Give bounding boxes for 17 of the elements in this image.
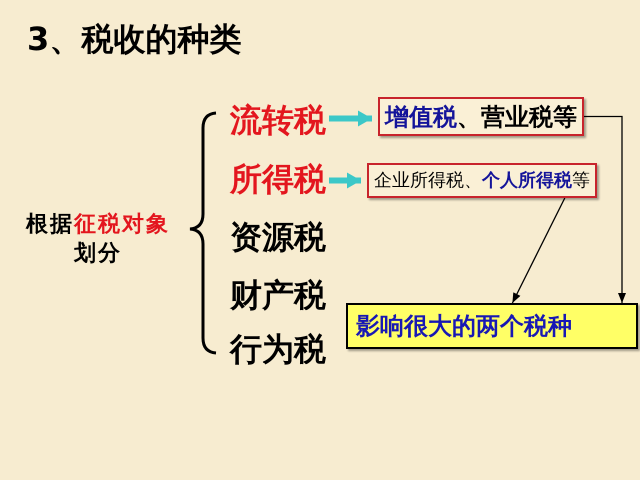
example-taxes-box xyxy=(378,97,584,136)
highlight-box xyxy=(346,303,638,349)
tax-category-label: 财产税 xyxy=(230,276,326,314)
example-taxes-text: 企业所得税、个人所得税等 xyxy=(374,172,590,190)
example-taxes-text: 增值税、营业税等 xyxy=(385,104,577,128)
example-taxes-box xyxy=(367,163,597,198)
arrow xyxy=(329,110,372,126)
tax-category-label: 所得税 xyxy=(230,160,326,198)
arrow xyxy=(512,198,566,304)
tax-category-label: 行为税 xyxy=(230,330,326,368)
classification-basis-text: 根据征税对象划分 xyxy=(18,211,178,268)
arrow xyxy=(329,172,361,188)
tax-category-label: 资源税 xyxy=(230,218,326,256)
tax-category-label: 流转税 xyxy=(230,101,326,140)
slide-title: 3、税收的种类 xyxy=(27,20,242,58)
highlight-text: 影响很大的两个税种 xyxy=(356,314,572,338)
arrow xyxy=(584,116,626,303)
